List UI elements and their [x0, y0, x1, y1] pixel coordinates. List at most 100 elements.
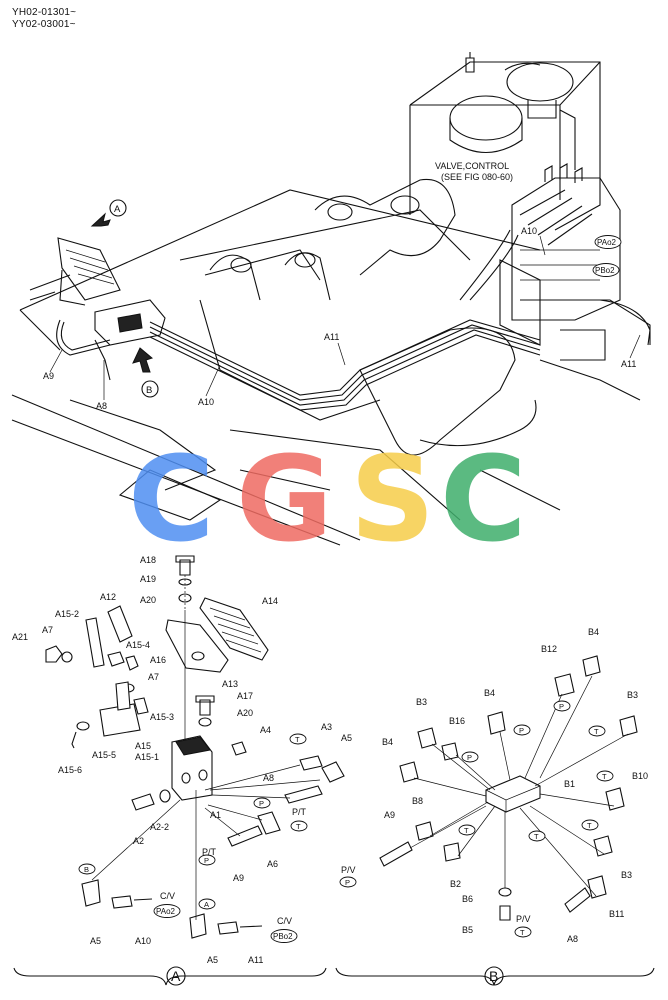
label-a8-b: A8 — [567, 934, 578, 944]
hose-a11 — [217, 921, 263, 935]
label-pao2-top: PAo2 — [597, 238, 617, 247]
fitting-b2 — [443, 842, 461, 862]
label-a21: A21 — [12, 632, 28, 642]
watermark-letter-c1: C — [128, 430, 215, 568]
link-a15-2 — [85, 617, 105, 668]
label-a2: A2 — [133, 836, 144, 846]
label-a5-bottom-mid: A5 — [207, 955, 218, 965]
washer-a15-5 — [76, 721, 90, 731]
label-a17: A17 — [237, 691, 253, 701]
watermark-letter-g: G — [236, 430, 333, 568]
oval-p2-b: P — [467, 753, 472, 762]
label-pbo2-a: PBo2 — [273, 932, 293, 941]
header-line-1: YH02-01301~ — [12, 7, 77, 18]
label-a15-5: A15-5 — [92, 750, 116, 760]
oval-t4-b: T — [464, 826, 469, 835]
section-a-exploded-view — [45, 555, 345, 939]
oval-t3-b: T — [587, 821, 592, 830]
section-b-labels: B4 B12 B3 B4 B3 B16 B4 B10 B1 B8 A9 B2 B… — [339, 627, 648, 944]
oval-pao2-top — [594, 235, 622, 249]
oval-p-b12: P — [559, 702, 564, 711]
label-b3-topright: B3 — [627, 690, 638, 700]
label-a15-4: A15-4 — [126, 640, 150, 650]
label-a2-2: A2-2 — [150, 822, 169, 832]
label-a5-bottom-left: A5 — [90, 936, 101, 946]
label-b16: B16 — [449, 716, 465, 726]
label-b11: B11 — [609, 909, 624, 919]
elbow-a6 — [257, 811, 281, 835]
label-pv2-b: P/V — [516, 914, 531, 924]
oval-b-a: B — [84, 865, 89, 874]
hose-fitting-a8 — [284, 785, 323, 804]
label-a9-a: A9 — [233, 873, 244, 883]
label-a7-mid: A7 — [148, 672, 159, 682]
label-pt-a: P/T — [292, 807, 307, 817]
oval-t2-a: T — [296, 822, 301, 831]
label-b5: B5 — [462, 925, 473, 935]
nut-a4 — [231, 741, 247, 756]
label-a10-right: A10 — [521, 226, 537, 236]
manifold-b1 — [485, 775, 541, 813]
label-a1: A1 — [210, 810, 221, 820]
hose-fitting-a9 — [227, 825, 263, 847]
label-a8-a: A8 — [263, 773, 274, 783]
view-a-arrow-icon — [90, 212, 111, 227]
label-a15: A15 — [135, 741, 151, 751]
bolt-a17 — [195, 695, 215, 716]
label-b10: B10 — [632, 771, 648, 781]
label-b8: B8 — [412, 796, 423, 806]
elbow-a5-right — [321, 761, 345, 783]
upper-assembly-illustration — [11, 52, 651, 546]
label-a15-3: A15-3 — [150, 712, 174, 722]
section-b-marker-circle — [484, 966, 504, 986]
elbow-b3-topright — [619, 715, 638, 737]
view-b-arrow-icon — [132, 347, 154, 373]
label-b4-top: B4 — [588, 627, 599, 637]
label-a20-mid: A20 — [237, 708, 253, 718]
elbow-b4-left — [399, 761, 419, 783]
valve-note-line-2: (SEE FIG 080-60) — [441, 172, 513, 182]
section-a-marker-circle — [166, 966, 186, 986]
elbow-b3-topleft — [417, 727, 437, 749]
label-a15-2: A15-2 — [55, 609, 79, 619]
bolt-b5 — [499, 905, 511, 921]
view-a-marker: A — [114, 204, 121, 215]
label-a7-left: A7 — [42, 625, 53, 635]
label-a15-6: A15-6 — [58, 765, 82, 775]
oval-p1-a: P — [259, 799, 264, 808]
label-a9-b: A9 — [384, 810, 395, 820]
hose-a10 — [111, 895, 153, 909]
oval-p1-b: P — [519, 726, 524, 735]
fitting-a3 — [299, 755, 323, 771]
label-b2: B2 — [450, 879, 461, 889]
label-a8-top: A8 — [96, 401, 107, 411]
oval-t5-b: T — [534, 832, 539, 841]
label-cv-2: C/V — [277, 916, 292, 926]
bolt-a16 — [125, 655, 139, 671]
elbow-b4-mid — [487, 711, 506, 735]
nut-a21 — [45, 645, 63, 663]
oval-a-a: A — [204, 900, 209, 909]
bracket-a13 — [165, 619, 229, 673]
label-a13: A13 — [222, 679, 238, 689]
bolt-a15-3 — [133, 697, 149, 715]
fitting-b8 — [415, 821, 434, 841]
hose-fitting-a9-b — [379, 841, 413, 867]
label-a16: A16 — [150, 655, 166, 665]
view-b-marker: B — [146, 385, 152, 396]
fitting-b16 — [441, 742, 459, 761]
oring-a2-2 — [159, 789, 171, 803]
label-b3-bottomright: B3 — [621, 870, 632, 880]
upper-labels: VALVE,CONTROL (SEE FIG 080-60) A B A9 A8… — [43, 161, 641, 411]
view-a-marker-circle — [109, 199, 127, 217]
fitting-a2 — [131, 793, 155, 811]
label-a3: A3 — [321, 722, 332, 732]
oval-p3-b: P — [345, 878, 350, 887]
label-a11-mid: A11 — [324, 332, 339, 342]
washer-a20-mid — [198, 717, 212, 727]
elbow-b4-top — [582, 655, 601, 677]
label-b1: B1 — [564, 779, 575, 789]
label-b6: B6 — [462, 894, 473, 904]
oval-t1-a: T — [295, 735, 300, 744]
